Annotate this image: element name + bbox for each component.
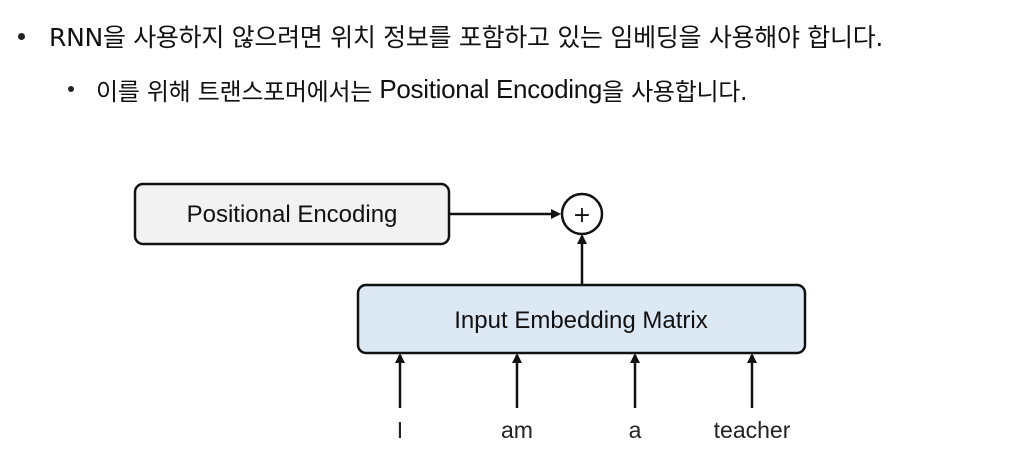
token-labels: I am a teacher (397, 417, 791, 443)
plus-symbol: + (573, 203, 591, 228)
bullet-dot (68, 86, 74, 92)
token-label-a: a (629, 417, 642, 443)
bullet-item-main: RNN을 사용하지 않으려면 위치 정보를 포함하고 있는 임베딩을 사용해야 … (18, 16, 883, 56)
bullet-text-sub-prefix: 이를 위해 트랜스포머에서는 (96, 77, 380, 106)
plus-circle: + (560, 192, 604, 236)
bullet-text-sub-term: Positional Encoding (379, 73, 603, 104)
bullet-text-main: RNN을 사용하지 않으려면 위치 정보를 포함하고 있는 임베딩을 사용해야 … (49, 23, 884, 52)
bullet-text-sub-suffix: 을 사용합니다. (602, 77, 748, 106)
positional-encoding-box: Positional Encoding (133, 182, 451, 246)
token-label-i: I (397, 417, 403, 443)
token-label-am: am (501, 417, 533, 443)
token-arrows (395, 353, 757, 408)
bullet-dot (18, 32, 25, 40)
input-embedding-matrix-box: Input Embedding Matrix (356, 283, 807, 355)
token-label-teacher: teacher (714, 417, 791, 443)
input-embedding-matrix-label: Input Embedding Matrix (454, 307, 707, 334)
positional-encoding-label: Positional Encoding (187, 201, 398, 228)
